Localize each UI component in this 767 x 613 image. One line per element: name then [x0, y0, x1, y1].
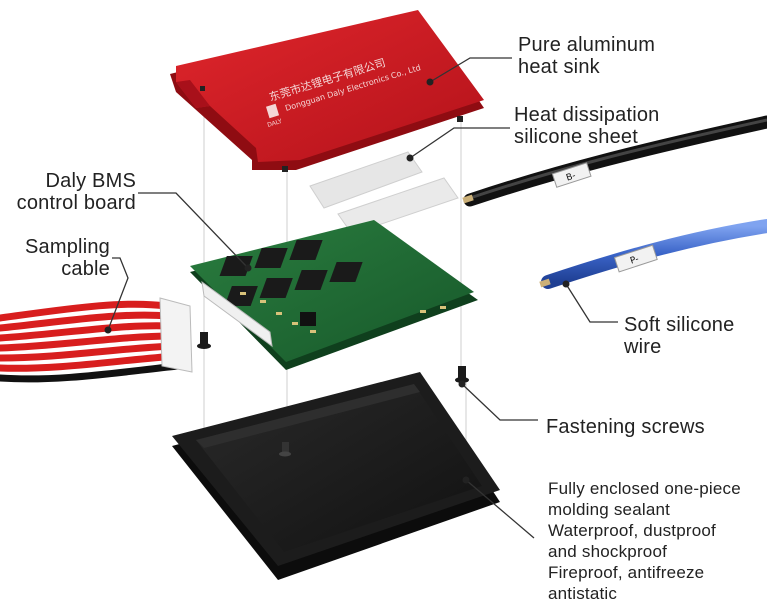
daly-logo-mark — [265, 103, 280, 119]
silicone-sheets — [309, 151, 459, 235]
sampling-cable — [0, 297, 193, 383]
label-sampling-cable: Sampling cable — [2, 236, 110, 280]
fastening-screws-text: Fastening screws — [546, 416, 705, 438]
silicone-wire-line2: wire — [624, 336, 662, 358]
silicone-sheet-line1: Heat dissipation — [514, 104, 660, 126]
black-silicone-wire: B- — [462, 115, 767, 207]
daly-logo-text: DALY — [267, 118, 284, 129]
aluminum-heat-sink: 东莞市达锂电子有限公司 Dongguan Daly Electronics Co… — [170, 10, 484, 172]
svg-text:B-: B- — [565, 171, 577, 183]
wire-tag-bottom: P- — [613, 244, 658, 273]
enclosure-line-1: Fully enclosed one-piece — [548, 479, 741, 498]
sampling-cable-line1: Sampling — [25, 236, 110, 258]
blue-silicone-wire: P- — [539, 219, 767, 289]
label-enclosure: Fully enclosed one-piece molding sealant… — [548, 478, 741, 604]
heat-sink-line1: Pure aluminum — [518, 34, 656, 56]
label-silicone-sheet: Heat dissipation silicone sheet — [514, 104, 660, 148]
label-control-board: Daly BMS control board — [2, 170, 136, 214]
mosfet-array — [219, 240, 363, 306]
wire-tag-top: B- — [551, 162, 592, 188]
control-board-line1: Daly BMS — [45, 170, 136, 192]
enclosure-line-5: Fireproof, antifreeze — [548, 563, 705, 582]
silicone-wire-line1: Soft silicone — [624, 314, 735, 336]
screw-right — [455, 366, 469, 383]
svg-text:P-: P- — [629, 254, 640, 266]
sampling-cable-line2: cable — [61, 258, 110, 280]
control-board-line2: control board — [16, 192, 136, 214]
label-silicone-wire: Soft silicone wire — [624, 314, 734, 358]
heat-sink-line2: heat sink — [518, 56, 600, 78]
enclosure-line-3: Waterproof, dustproof — [548, 521, 716, 540]
enclosure-line-2: molding sealant — [548, 500, 671, 519]
leader-lines — [104, 57, 618, 539]
enclosure-line-4: and shockproof — [548, 542, 668, 561]
fastening-screws — [197, 332, 469, 383]
enclosure-line-6: antistatic — [548, 584, 618, 603]
label-fastening-screws: Fastening screws — [546, 416, 705, 438]
bms-control-board — [190, 220, 478, 370]
screw-left — [197, 332, 211, 349]
silicone-sheet-line2: silicone sheet — [514, 126, 638, 148]
enclosure-case — [172, 372, 500, 580]
label-heat-sink: Pure aluminum heat sink — [518, 34, 655, 78]
